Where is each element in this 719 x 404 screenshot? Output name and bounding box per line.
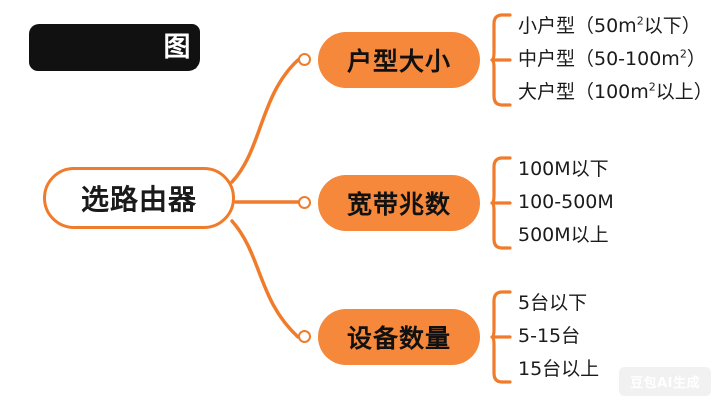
leaf-item[interactable]: 100-500M bbox=[518, 186, 718, 219]
redacted-title-visible-char: 图 bbox=[163, 32, 191, 63]
leaf-text: 100M以下 bbox=[518, 158, 609, 180]
leaf-item[interactable]: 100M以下 bbox=[518, 153, 718, 186]
leaf-text: 100-500M bbox=[518, 191, 614, 213]
branch-node-1[interactable]: 户型大小 bbox=[318, 32, 480, 88]
leaf-item[interactable]: 大户型（100m2以上） bbox=[518, 76, 718, 109]
leaf-item[interactable]: 中户型（50-100m2） bbox=[518, 43, 718, 76]
leaf-item[interactable]: 500M以上 bbox=[518, 219, 718, 252]
redaction-fill bbox=[29, 24, 200, 71]
leaf-tail: 以上） bbox=[655, 81, 713, 103]
leaf-text: 5台以下 bbox=[518, 292, 588, 314]
leaf-list-1: 小户型（50m2以下） 中户型（50-100m2） 大户型（100m2以上） bbox=[518, 10, 718, 109]
leaf-text: 中户型（50-100m bbox=[518, 48, 680, 70]
leaf-sup: 2 bbox=[636, 14, 644, 28]
leaf-item[interactable]: 小户型（50m2以下） bbox=[518, 10, 718, 43]
leaf-list-3: 5台以下 5-15台 15台以上 bbox=[518, 287, 718, 386]
connector-curve-branch-3 bbox=[230, 219, 300, 339]
leaf-text: 500M以上 bbox=[518, 224, 609, 246]
root-node-label: 选路由器 bbox=[80, 183, 197, 216]
branch-node-2-label: 宽带兆数 bbox=[346, 190, 451, 219]
branch-node-2[interactable]: 宽带兆数 bbox=[318, 175, 480, 231]
leaf-tail: ） bbox=[686, 48, 706, 70]
branch-node-3-label: 设备数量 bbox=[346, 324, 451, 353]
connector-dot-branch-2[interactable] bbox=[298, 196, 311, 209]
leaf-sup: 2 bbox=[648, 80, 656, 94]
leaf-text: 大户型（100m bbox=[518, 81, 649, 103]
branch-node-3[interactable]: 设备数量 bbox=[318, 309, 480, 365]
leaf-sup: 2 bbox=[679, 47, 687, 61]
branch-node-1-label: 户型大小 bbox=[346, 47, 451, 76]
leaf-item[interactable]: 5-15台 bbox=[518, 320, 718, 353]
bracket-icon-2 bbox=[490, 156, 512, 250]
connector-curve-branch-1 bbox=[230, 58, 300, 184]
leaf-item[interactable]: 15台以上 bbox=[518, 353, 718, 386]
bracket-icon-1 bbox=[490, 13, 512, 107]
watermark: 豆包AI生成 bbox=[619, 367, 711, 396]
connector-dot-branch-3[interactable] bbox=[298, 330, 311, 343]
leaf-item[interactable]: 5台以下 bbox=[518, 287, 718, 320]
bracket-icon-3 bbox=[490, 290, 512, 384]
leaf-text: 5-15台 bbox=[518, 325, 581, 347]
leaf-text: 15台以上 bbox=[518, 358, 600, 380]
redacted-title-block: 图 bbox=[29, 24, 200, 71]
connector-dot-branch-1[interactable] bbox=[298, 53, 311, 66]
leaf-text: 小户型（50m bbox=[518, 15, 637, 37]
root-node[interactable]: 选路由器 bbox=[43, 167, 235, 229]
leaf-tail: 以下） bbox=[643, 15, 701, 37]
leaf-list-2: 100M以下 100-500M 500M以上 bbox=[518, 153, 718, 252]
